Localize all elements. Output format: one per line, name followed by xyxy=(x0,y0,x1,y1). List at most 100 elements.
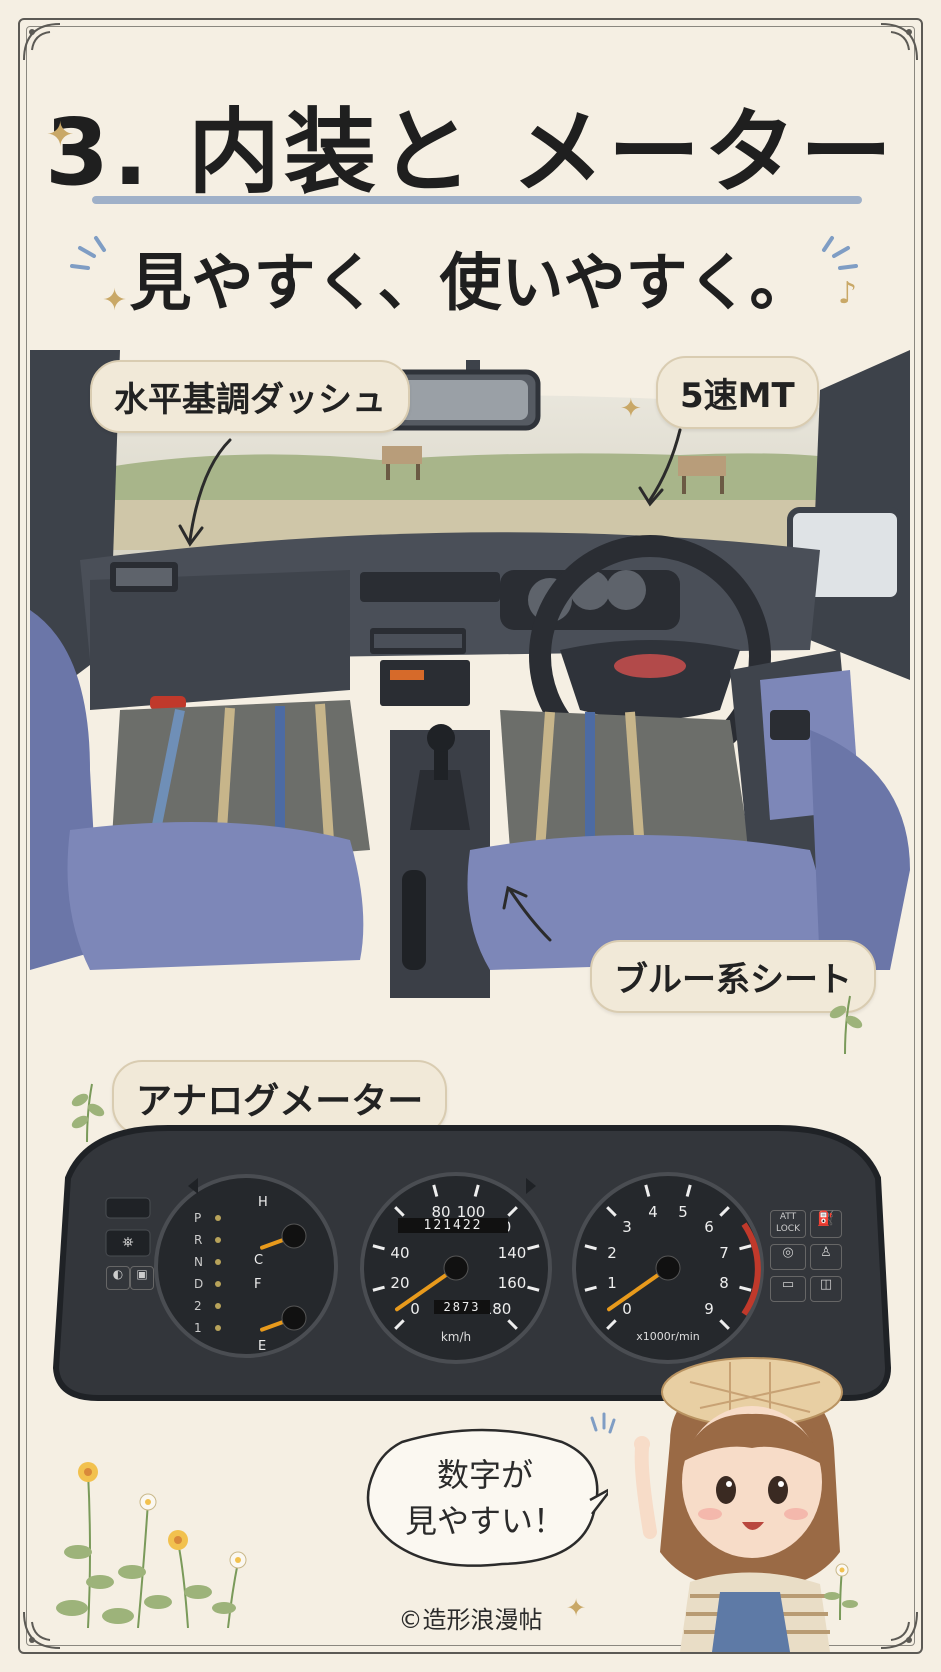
emphasis-lines-icon xyxy=(590,1412,616,1434)
tachometer-tick xyxy=(739,1244,752,1251)
speedometer-tick xyxy=(527,1244,540,1251)
temp-needle-hub xyxy=(281,1223,307,1249)
label-five-speed-mt: 5速MT xyxy=(656,356,819,429)
tachometer-tick xyxy=(739,1285,752,1292)
gear-shifter xyxy=(410,724,470,830)
arrow-head-icon xyxy=(178,524,204,547)
sparkle-icon: ✦ xyxy=(566,1594,587,1622)
gear-position-label: 1 xyxy=(194,1321,202,1335)
tachometer-tick xyxy=(606,1206,617,1217)
gear-position-lamp xyxy=(215,1303,221,1309)
page-subtitle: 見やすく、使いやすく。 xyxy=(129,246,812,319)
flower-sprig-icon xyxy=(824,1563,858,1620)
tachometer-tick xyxy=(584,1285,597,1292)
arrow-icon xyxy=(188,438,232,542)
odometer: 121422 xyxy=(398,1218,508,1233)
interior-illustration xyxy=(30,350,910,998)
speech-line-2: 見やすい！ xyxy=(404,1502,565,1540)
gear-position-label: N xyxy=(194,1255,203,1269)
tachometer-tick-label: 5 xyxy=(678,1203,688,1221)
speedometer-tick-label: 140 xyxy=(498,1244,527,1262)
warning-door-icon: ◫ xyxy=(810,1276,842,1302)
tachometer-tick xyxy=(719,1319,730,1330)
gear-position-label: D xyxy=(194,1277,203,1291)
tachometer-tick-label: 1 xyxy=(607,1274,617,1292)
speedometer-tick xyxy=(372,1244,385,1251)
flower-icon xyxy=(78,1462,98,1482)
gear-position-label: 2 xyxy=(194,1299,202,1313)
gear-position-label: P xyxy=(194,1211,201,1225)
music-note-icon: ♪ xyxy=(838,276,858,311)
tachometer-tick-label: 9 xyxy=(704,1300,714,1318)
page-title: 3. 内装と メーター xyxy=(44,99,897,206)
corner-ornament-icon xyxy=(880,23,918,61)
speedometer-tick xyxy=(394,1319,405,1330)
speech-bubble-text: 数字が 見やすい！ xyxy=(362,1452,608,1544)
trip-meter: 2873 xyxy=(434,1300,490,1314)
speedometer-tick xyxy=(372,1285,385,1292)
speedometer-tick xyxy=(527,1285,540,1292)
warning-seatbelt-icon: ♙ xyxy=(810,1244,842,1270)
tachometer-tick-label: 6 xyxy=(704,1218,714,1236)
passenger-seat xyxy=(30,610,364,970)
bench-icon xyxy=(382,446,422,480)
speedometer-tick xyxy=(432,1184,439,1197)
sparkle-icon: ✦ xyxy=(620,394,642,424)
tachometer-tick-label: 4 xyxy=(648,1203,658,1221)
gear-position-lamp xyxy=(215,1281,221,1287)
speedometer-tick-label: 80 xyxy=(431,1203,450,1221)
tachometer-tick xyxy=(584,1244,597,1251)
label-blue-seats: ブルー系シート xyxy=(590,940,876,1013)
leaf-sprig-icon xyxy=(71,1083,105,1143)
fuel-needle-hub xyxy=(281,1305,307,1331)
gear-position-label: R xyxy=(194,1233,202,1247)
emphasis-lines-icon xyxy=(70,236,106,270)
speedometer-needle-hub xyxy=(443,1255,469,1281)
flower-icon xyxy=(139,1493,157,1511)
speedometer-tick xyxy=(473,1184,480,1197)
gear-position-lamp xyxy=(215,1325,221,1331)
label-analog-meter: アナログメーター xyxy=(112,1060,448,1136)
speedometer-tick-label: 20 xyxy=(390,1274,409,1292)
speedometer-tick-label: 100 xyxy=(457,1203,486,1221)
temp-cold-label: C xyxy=(254,1253,263,1268)
fuel-full-label: F xyxy=(254,1277,261,1292)
instrument-cluster: 0204060801001201401601800123456789HCFEPR… xyxy=(48,1118,894,1404)
gear-position-lamp xyxy=(215,1215,221,1221)
tachometer-tick xyxy=(719,1206,730,1217)
tachometer-tick-label: 0 xyxy=(622,1300,632,1318)
label-horizontal-dashboard: 水平基調ダッシュ xyxy=(90,360,410,433)
speed-unit: km/h xyxy=(440,1330,472,1344)
tachometer-tick xyxy=(644,1184,651,1197)
warning-oil-icon: ⛽ xyxy=(810,1210,842,1238)
inner-frame xyxy=(26,26,915,1646)
tachometer-tick xyxy=(685,1184,692,1197)
warning-brake-icon: ◎ xyxy=(770,1244,806,1270)
driver-seat xyxy=(467,730,910,970)
speech-line-1: 数字が xyxy=(436,1456,533,1494)
warning-oil-pressure-icon: ⛯ xyxy=(122,1235,134,1251)
copyright-footer: ©造形浪漫帖 xyxy=(398,1606,543,1634)
warning-battery-icon: ▭ xyxy=(770,1276,806,1302)
speech-bubble xyxy=(366,1428,608,1567)
corner-ornament-icon xyxy=(23,1611,61,1649)
sparkle-icon: ✦ xyxy=(46,115,75,155)
tachometer-tick-label: 2 xyxy=(607,1244,617,1262)
fuel-empty-label: E xyxy=(258,1339,266,1354)
speedometer-tick xyxy=(507,1206,518,1217)
speedometer-tick-label: 40 xyxy=(390,1244,409,1262)
gear-position-lamp xyxy=(215,1259,221,1265)
bench-icon xyxy=(678,456,726,494)
flower-icon xyxy=(229,1551,247,1569)
outer-frame xyxy=(18,18,923,1654)
fuel-icon: ▣ xyxy=(130,1266,154,1290)
temp-high-label: H xyxy=(258,1195,268,1210)
speedometer-tick-label: 160 xyxy=(498,1274,527,1292)
headlight-icon: ◐ xyxy=(106,1266,130,1290)
tachometer-tick xyxy=(606,1319,617,1330)
tachometer-tick-label: 7 xyxy=(719,1244,729,1262)
speedometer-tick xyxy=(507,1319,518,1330)
leaf-sprig-icon xyxy=(829,995,863,1055)
sparkle-icon: ✦ xyxy=(102,283,128,318)
